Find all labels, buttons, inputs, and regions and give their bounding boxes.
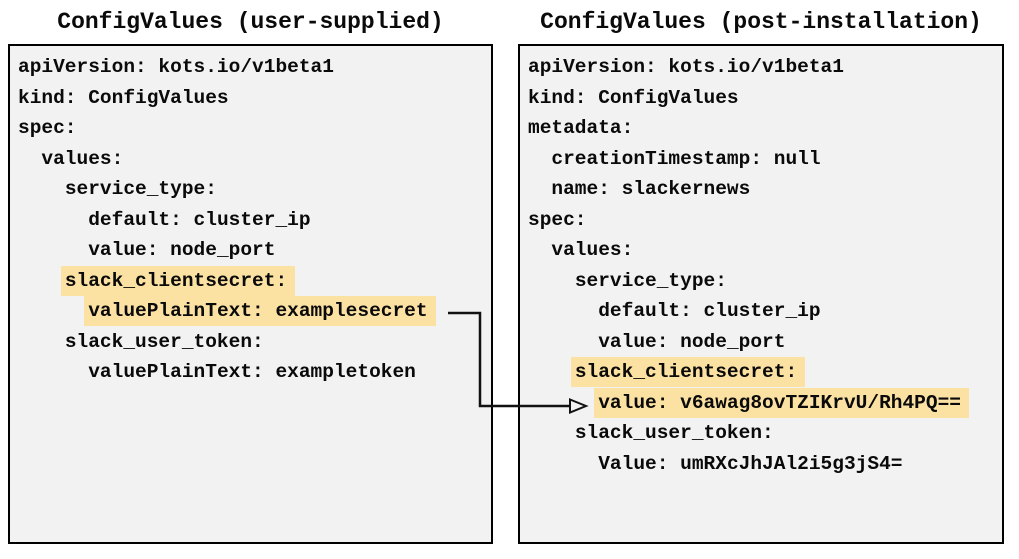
indent-spaces	[18, 361, 88, 383]
yaml-text: metadata:	[528, 117, 634, 139]
indent-spaces	[528, 270, 575, 292]
yaml-line: kind: ConfigValues	[18, 83, 491, 114]
yaml-line: apiVersion: kots.io/v1beta1	[528, 52, 1002, 83]
indent-spaces	[528, 331, 598, 353]
yaml-line: default: cluster_ip	[528, 296, 1002, 327]
indent-spaces	[18, 270, 65, 292]
yaml-text: slack_user_token:	[64, 330, 264, 353]
yaml-text-highlighted: value: v6awag8ovTZIKrvU/Rh4PQ==	[594, 387, 969, 418]
yaml-text-highlighted: slack_clientsecret:	[60, 265, 296, 296]
yaml-text: apiVersion: kots.io/v1beta1	[528, 56, 844, 78]
indent-spaces	[18, 178, 65, 200]
yaml-text: value: node_port	[88, 239, 276, 261]
yaml-line: value: node_port	[18, 235, 491, 266]
yaml-line: values:	[18, 144, 491, 175]
yaml-line: valuePlainText: examplesecret	[18, 296, 491, 327]
yaml-text-highlighted: valuePlainText: examplesecret	[84, 296, 436, 326]
yaml-text: default: cluster_ip	[598, 300, 821, 322]
yaml-line: default: cluster_ip	[18, 205, 491, 236]
yaml-line: service_type:	[528, 266, 1002, 297]
yaml-text: service_type:	[64, 178, 217, 200]
indent-spaces	[18, 300, 88, 322]
yaml-line: slack_user_token:	[18, 327, 491, 358]
indent-spaces	[528, 422, 575, 444]
yaml-line: kind: ConfigValues	[528, 83, 1002, 114]
yaml-line: service_type:	[18, 174, 491, 205]
indent-spaces	[528, 239, 551, 261]
yaml-text: values:	[551, 239, 634, 261]
indent-spaces	[528, 300, 598, 322]
yaml-line: apiVersion: kots.io/v1beta1	[18, 52, 491, 83]
yaml-line: value: node_port	[528, 327, 1002, 358]
yaml-text: spec:	[528, 208, 587, 231]
yaml-text: Value: umRXcJhJAl2i5g3jS4=	[598, 452, 903, 475]
indent-spaces	[18, 239, 88, 261]
yaml-text: kind: ConfigValues	[528, 86, 739, 109]
yaml-text: values:	[41, 147, 124, 170]
yaml-text: name: slackernews	[551, 178, 751, 200]
yaml-line: creationTimestamp: null	[528, 144, 1002, 175]
indent-spaces	[528, 148, 551, 170]
yaml-line: metadata:	[528, 113, 1002, 144]
yaml-line: Value: umRXcJhJAl2i5g3jS4=	[528, 449, 1002, 480]
panel-title-post-installation: ConfigValues (post-installation)	[540, 9, 982, 35]
yaml-line: values:	[528, 235, 1002, 266]
yaml-line: spec:	[18, 113, 491, 144]
indent-spaces	[528, 453, 598, 475]
yaml-text: creationTimestamp: null	[551, 147, 821, 170]
indent-spaces	[528, 178, 551, 200]
yaml-text: valuePlainText: exampletoken	[88, 361, 416, 383]
yaml-line: valuePlainText: exampletoken	[18, 357, 491, 388]
yaml-line: slack_user_token:	[528, 418, 1002, 449]
yaml-text: default: cluster_ip	[88, 208, 311, 231]
indent-spaces	[18, 209, 88, 231]
yaml-text: service_type:	[574, 269, 727, 292]
yaml-line: slack_clientsecret:	[18, 265, 491, 297]
indent-spaces	[18, 331, 65, 353]
yaml-panel-user-supplied: apiVersion: kots.io/v1beta1 kind: ConfigV…	[8, 44, 493, 544]
yaml-text: value: node_port	[598, 330, 786, 353]
yaml-line: slack_clientsecret:	[528, 357, 1002, 388]
yaml-text: spec:	[18, 117, 77, 139]
yaml-line: spec:	[528, 205, 1002, 236]
yaml-line: value: v6awag8ovTZIKrvU/Rh4PQ==	[528, 387, 1002, 419]
panel-title-user-supplied: ConfigValues (user-supplied)	[57, 9, 444, 35]
yaml-text: apiVersion: kots.io/v1beta1	[18, 56, 334, 78]
yaml-text-highlighted: slack_clientsecret:	[570, 357, 806, 387]
indent-spaces	[528, 361, 575, 383]
indent-spaces	[18, 148, 41, 170]
yaml-line: name: slackernews	[528, 174, 1002, 205]
indent-spaces	[528, 392, 598, 414]
yaml-text: slack_user_token:	[574, 422, 774, 444]
yaml-text: kind: ConfigValues	[18, 86, 229, 109]
yaml-panel-post-installation: apiVersion: kots.io/v1beta1 kind: ConfigV…	[518, 44, 1004, 544]
